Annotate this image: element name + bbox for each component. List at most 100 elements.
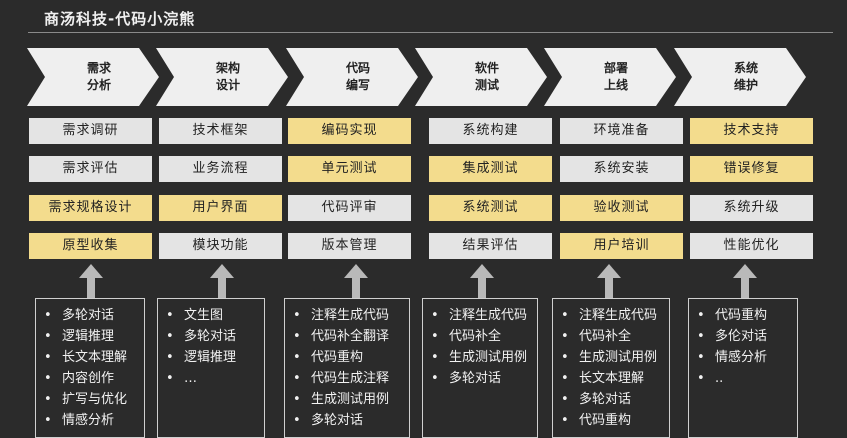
bullet-icon: • [293,329,301,344]
bullet-icon: • [697,308,705,323]
tool-label: 代码重构 [579,413,632,428]
bullet-icon: • [561,413,569,428]
tool-item: •代码重构 [293,347,409,368]
tool-item: •多轮对话 [431,368,537,389]
task-box: 技术支持 [690,118,813,144]
stage-label: 代码编写 [345,61,370,92]
bullet-icon: • [431,329,439,344]
ai-tools-list: •多轮对话•逻辑推理•长文本理解•内容创作•扩写与优化•情感分析 [35,298,145,438]
task-box: 系统测试 [429,195,552,221]
tool-label: 注释生成代码 [449,308,528,323]
task-box: 业务流程 [159,156,282,182]
tool-label: .. [715,371,724,386]
bullet-icon: • [166,371,174,386]
task-box: 技术框架 [159,118,282,144]
tool-item: •注释生成代码 [293,305,409,326]
tool-label: 代码补全 [579,329,632,344]
stage-label: 架构设计 [215,61,240,92]
task-box: 编码实现 [288,118,411,144]
stage-arrow-3 [286,48,418,106]
task-box: 系统升级 [690,195,813,221]
tool-label: 代码补全 [449,329,502,344]
tool-label: 逻辑推理 [184,350,237,365]
tool-label: 长文本理解 [62,350,128,365]
bullet-icon: • [697,371,705,386]
task-box: 环境准备 [560,118,683,144]
tool-item: •多轮对话 [44,305,144,326]
title-divider [28,32,833,33]
task-box: 集成测试 [429,156,552,182]
bullet-icon: • [293,308,301,323]
bullet-icon: • [44,371,52,386]
tool-item: • 代码补全翻译 [293,326,409,347]
stage-label: 部署上线 [603,61,628,92]
tool-item: • 情感分析 [697,347,797,368]
task-box: 错误修复 [690,156,813,182]
bullet-icon: • [44,392,52,407]
tool-item: • 注释生成代码 [431,305,537,326]
tool-item: • 文生图 [166,305,264,326]
bullet-icon: • [166,308,174,323]
tool-item: • 代码重构 [561,410,669,431]
bullet-icon: • [166,329,174,344]
bullet-icon: • [44,308,52,323]
task-box: 单元测试 [288,156,411,182]
stage-label: 系统维护 [733,61,758,92]
bullet-icon: • [431,350,439,365]
up-arrow-icon [344,264,368,298]
tool-item: • 长文本理解 [44,347,144,368]
task-box: 模块功能 [159,233,282,259]
tool-label: 文生图 [184,308,224,323]
task-box: 需求规格设计 [29,195,152,221]
tool-item: •生成测试用例 [431,347,537,368]
bullet-icon: • [44,350,52,365]
ai-tools-list: •注释生成代码•代码补全•生成测试用例•长文本理解•多轮对话•代码重构 [552,298,670,438]
task-box: 系统安装 [560,156,683,182]
up-arrow-icon [210,264,234,298]
ai-tools-list: •代码重构•多伦对话•情感分析•.. [688,298,798,438]
tool-item: •… [166,368,264,389]
tool-label: 情感分析 [62,413,115,428]
tool-label: 内容创作 [62,371,115,386]
bullet-icon: • [431,308,439,323]
tool-item: •多伦对话 [697,326,797,347]
tool-item: •生成测试用例 [561,347,669,368]
tool-item: • 多轮对话 [166,326,264,347]
task-box: 结果评估 [429,233,552,259]
tool-label: 生成测试用例 [311,392,390,407]
task-box: 原型收集 [29,233,152,259]
tool-item: • 代码重构 [697,305,797,326]
tool-label: 代码生成注释 [311,371,390,386]
task-box: 用户界面 [159,195,282,221]
tool-label: 多轮对话 [184,329,237,344]
bullet-icon: • [697,350,705,365]
bullet-icon: • [166,350,174,365]
bullet-icon: • [561,308,569,323]
stage-arrow-4 [415,48,547,106]
tool-label: 多伦对话 [715,329,768,344]
tool-item: • 逻辑推理 [166,347,264,368]
tool-item: •代码生成注释 [293,368,409,389]
up-arrow-icon [597,264,621,298]
stage-label: 需求分析 [86,61,111,92]
tool-label: 代码重构 [715,308,768,323]
task-box: 验收测试 [560,195,683,221]
tool-item: • 代码补全 [431,326,537,347]
task-box: 版本管理 [288,233,411,259]
tool-item: •情感分析 [44,410,144,431]
tool-label: 情感分析 [715,350,768,365]
task-box: 需求评估 [29,156,152,182]
bullet-icon: • [561,350,569,365]
tool-label: 代码补全翻译 [311,329,390,344]
stage-arrow-2 [156,48,288,106]
bullet-icon: • [561,392,569,407]
tool-label: 逻辑推理 [62,329,115,344]
ai-tools-list: • 文生图 • 多轮对话 • 逻辑推理 •… [157,298,265,438]
task-box: 用户培训 [560,233,683,259]
bullet-icon: • [293,392,301,407]
stage-label: 软件测试 [474,61,499,92]
tool-item: •注释生成代码 [561,305,669,326]
tool-item: •.. [697,368,797,389]
tool-label: 多轮对话 [311,413,364,428]
ai-tools-list: •注释生成代码•代码补全翻译•代码重构•代码生成注释•生成测试用例•多轮对话 [284,298,410,438]
